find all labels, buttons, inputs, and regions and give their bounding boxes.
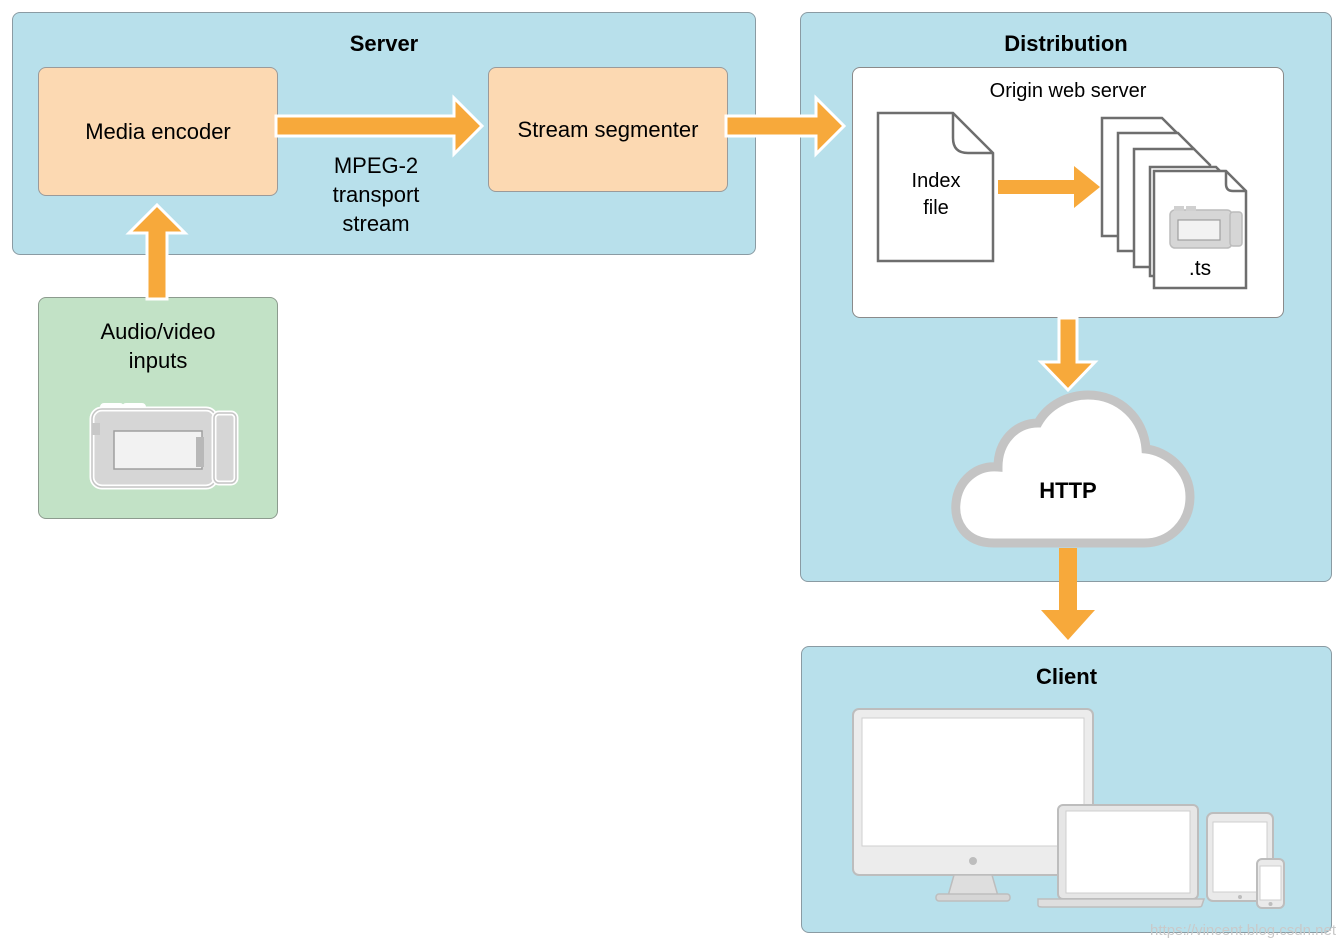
index-file-label: Index file — [880, 168, 992, 222]
desktop-computer-icon — [852, 708, 1094, 902]
ts-label: .ts — [1188, 257, 1212, 280]
distribution-title: Distribution — [1004, 31, 1128, 56]
arrow-cloud-to-client — [1041, 548, 1095, 640]
transport-label-line: MPEG-2 — [333, 153, 419, 178]
transport-label-line: transport — [332, 182, 420, 207]
inputs-label-line: Audio/video — [100, 319, 216, 344]
index-file-label-line: file — [923, 197, 949, 219]
watermark: https://vincent.blog.csdn.net — [1150, 922, 1336, 939]
client-title: Client — [1035, 664, 1098, 689]
stream-segmenter-box: Stream segmenter — [488, 67, 728, 192]
inputs-label: Audio/video inputs — [39, 317, 277, 375]
index-file-icon — [876, 111, 995, 263]
transport-label: MPEG-2 transport stream — [296, 151, 456, 238]
http-label: HTTP — [1039, 478, 1097, 503]
inputs-label-line: inputs — [128, 348, 188, 373]
laptop-icon — [1037, 804, 1206, 908]
arrow-encoder-to-segmenter — [274, 94, 485, 158]
arrow-index-to-ts — [998, 166, 1100, 208]
arrow-inputs-to-encoder — [125, 202, 189, 301]
server-title: Server — [349, 31, 419, 56]
arrow-origin-to-cloud — [1037, 316, 1099, 393]
media-encoder-label: Media encoder — [85, 118, 231, 144]
index-file-label-line: Index — [911, 170, 961, 192]
origin-web-server-label: Origin web server — [989, 80, 1147, 102]
ts-segment-files-icon — [1100, 116, 1248, 290]
media-encoder-box: Media encoder — [38, 67, 278, 196]
smartphone-icon — [1256, 858, 1285, 909]
transport-label-line: stream — [342, 211, 410, 236]
arrow-segmenter-to-distribution — [724, 94, 847, 158]
cloud-icon — [951, 390, 1195, 548]
stream-segmenter-label: Stream segmenter — [517, 116, 699, 142]
video-camera-icon — [89, 403, 239, 490]
